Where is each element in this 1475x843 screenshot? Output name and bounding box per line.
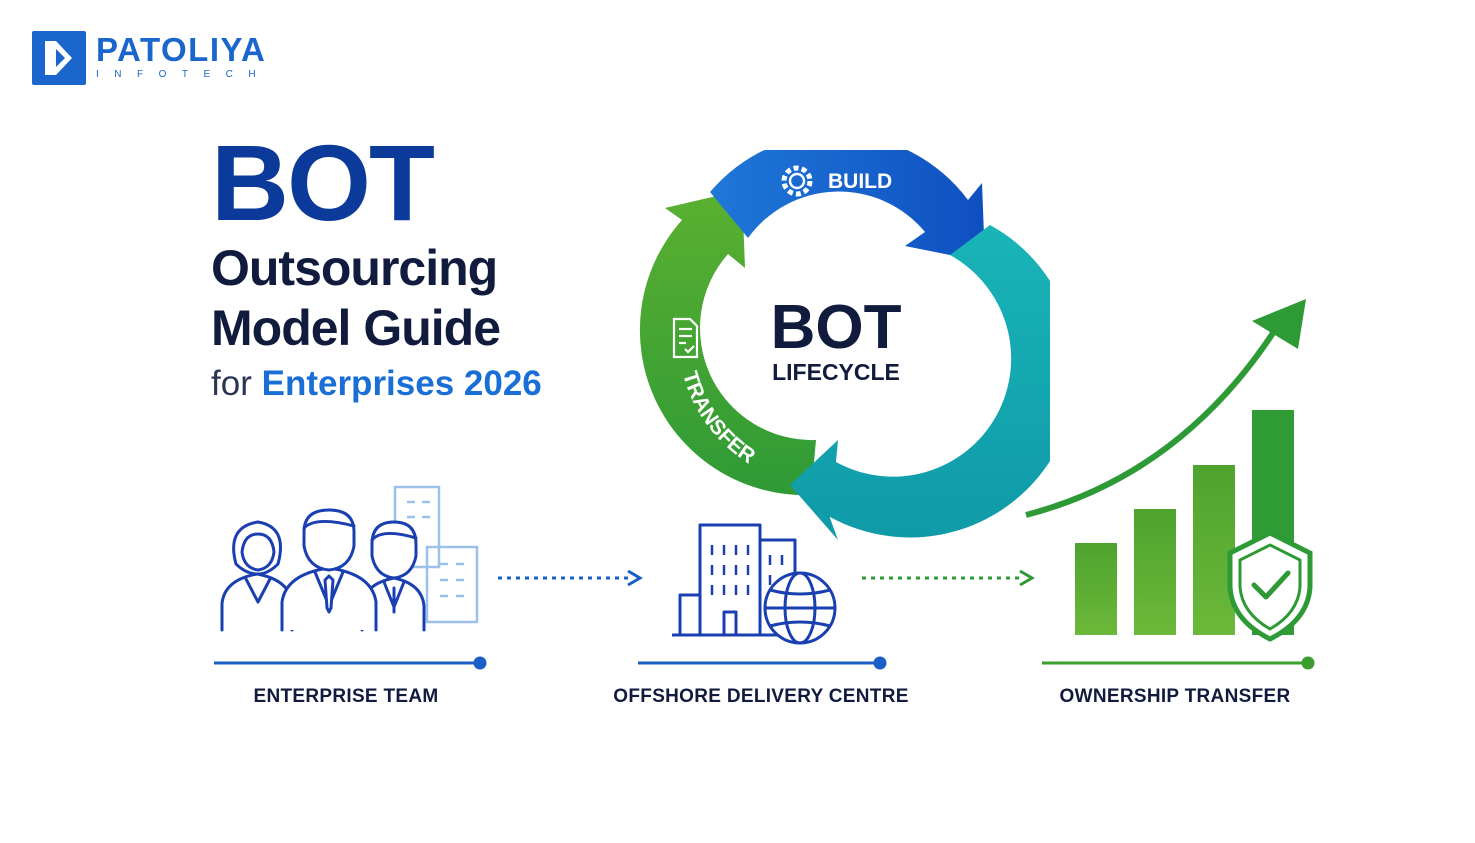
headline-acronym: BOT <box>211 122 435 243</box>
headline-line-1: Outsourcing <box>211 240 498 296</box>
headline-highlight: Enterprises 2026 <box>261 364 542 403</box>
flow-caption-offshore-delivery-centre: OFFSHORE DELIVERY CENTRE <box>613 686 909 707</box>
bot-lifecycle-diagram: BUILD OPERATE TRANSFER BOT LIFECYCLE <box>639 150 1050 540</box>
brand-name: PATOLIYA <box>96 31 267 68</box>
headline-line-2: Model Guide <box>211 300 501 356</box>
flow-arrow-2 <box>862 569 1035 587</box>
cycle-center-subtitle: LIFECYCLE <box>772 359 900 385</box>
chart-bar-3 <box>1193 465 1235 635</box>
gear-icon <box>781 165 813 197</box>
shield-check-icon <box>1227 530 1313 642</box>
flow-caption-ownership-transfer: OWNERSHIP TRANSFER <box>1059 686 1291 707</box>
headline: BOT Outsourcing Model Guide for Enterpri… <box>211 128 542 408</box>
logo-mark-icon <box>32 31 86 85</box>
flow-caption-enterprise-team: ENTERPRISE TEAM <box>253 686 439 707</box>
flow-arrow-1 <box>498 569 643 587</box>
flow-underline-3 <box>1042 656 1315 670</box>
growth-arrow <box>1025 328 1278 518</box>
flow-underline-1 <box>214 656 487 670</box>
cycle-segment-operate <box>790 225 1050 540</box>
document-icon <box>672 317 699 359</box>
enterprise-team-icon <box>220 485 479 632</box>
cycle-center-title: BOT <box>771 293 902 362</box>
growth-chart-shield-icon <box>1025 299 1313 642</box>
chart-bar-2 <box>1134 509 1176 635</box>
headline-subline: for Enterprises 2026 <box>211 360 542 408</box>
cycle-segment-build <box>710 150 985 262</box>
offshore-building-globe-icon <box>672 523 837 645</box>
people-icon <box>966 342 1004 366</box>
brand-tagline: INFOTECH <box>96 69 272 80</box>
cycle-segment-transfer <box>639 190 816 496</box>
headline-prefix: for <box>211 364 252 403</box>
chart-bar-1 <box>1075 543 1117 635</box>
brand-logo: PATOLIYA INFOTECH <box>32 31 271 85</box>
cycle-stage-build-label: BUILD <box>828 170 892 193</box>
flow-underline-2 <box>638 656 887 670</box>
